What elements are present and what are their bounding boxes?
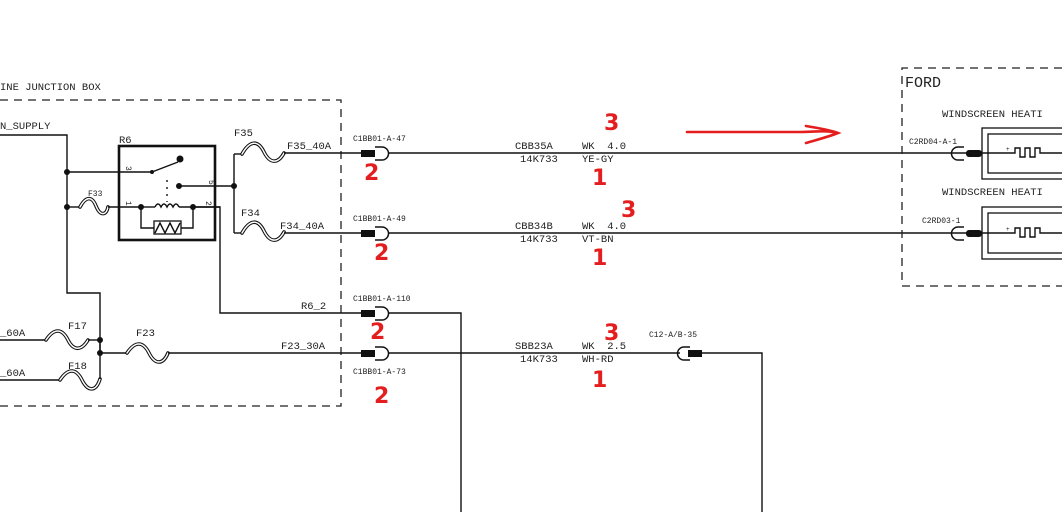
svg-text:WK 4.0: WK 4.0 <box>582 141 626 153</box>
svg-text:SBB23A: SBB23A <box>515 341 554 353</box>
connector-c2rd04-a-1[interactable]: C2RD04-A-1 <box>909 138 982 161</box>
svg-text:C1BB01-A-47: C1BB01-A-47 <box>353 135 406 144</box>
svg-text:C12-A/B-35: C12-A/B-35 <box>649 331 697 340</box>
fuse-f23: F23 F23_30A <box>125 328 326 364</box>
svg-text:C1BB01-A-110: C1BB01-A-110 <box>353 295 411 304</box>
connector-c1bb01-a-73[interactable]: C1BB01-A-73 <box>353 346 406 377</box>
junction-dot <box>231 183 237 189</box>
annotation-mark: 1 <box>592 166 607 191</box>
svg-text:C1BB01-A-73: C1BB01-A-73 <box>353 368 406 377</box>
svg-text:14K733: 14K733 <box>520 354 558 366</box>
relay-pin-1: 1 <box>123 201 132 206</box>
connector-c1bb01-a-49[interactable]: C1BB01-A-49 <box>353 215 406 241</box>
wire-label-cbb34b: CBB34B WK 4.0 14K733 VT-BN <box>515 221 626 246</box>
relay-pin-2: 2 <box>203 201 212 206</box>
f17-in-label: _60A <box>0 328 26 340</box>
wire-label-cbb35a: CBB35A WK 4.0 14K733 YE-GY <box>515 141 626 166</box>
svg-text:C2RD03-1: C2RD03-1 <box>922 217 961 226</box>
heater1-label: WINDSCREEN HEATI <box>942 109 1043 121</box>
ford-box-title: FORD <box>905 75 941 92</box>
annotation-mark: 2 <box>370 320 385 345</box>
svg-text:F34: F34 <box>241 208 260 220</box>
annotation-mark: 3 <box>604 321 619 346</box>
svg-text:14K733: 14K733 <box>520 234 558 246</box>
junction-dot <box>64 169 70 175</box>
wire-sbb23a-cont[interactable] <box>700 352 763 512</box>
svg-text:CBB35A: CBB35A <box>515 141 554 153</box>
r6-out-wire <box>193 206 372 314</box>
fuse-f33: F33 <box>78 190 110 216</box>
connector-c2rd03-1[interactable]: C2RD03-1 <box>922 217 982 241</box>
svg-text:F23_30A: F23_30A <box>281 341 326 353</box>
svg-text:F33: F33 <box>88 190 103 199</box>
wire-r6-2[interactable] <box>388 312 462 512</box>
r6-out-label: R6_2 <box>301 301 326 313</box>
fuse-f34: F34 F34_40A <box>240 208 325 242</box>
annotation-mark: 1 <box>592 368 607 393</box>
annotation-mark: 3 <box>604 111 619 136</box>
annotation-mark: 2 <box>374 241 389 266</box>
heater2-label: WINDSCREEN HEATI <box>942 187 1043 199</box>
relay-r6: R6 3 1 5 2 <box>117 135 234 242</box>
heater-element-1: + <box>981 127 1062 180</box>
ford-box-outline <box>901 67 1062 287</box>
svg-text:WK 2.5: WK 2.5 <box>582 341 626 353</box>
svg-text:F23: F23 <box>136 328 155 340</box>
wire-label-sbb23a: SBB23A WK 2.5 14K733 WH-RD <box>515 341 626 366</box>
fuse-f18: F18 <box>58 361 102 391</box>
svg-text:+: + <box>1006 226 1010 233</box>
supply-label: N_SUPPLY <box>0 121 51 133</box>
relay-pin-5: 5 <box>206 180 215 185</box>
annotation-mark: 1 <box>592 246 607 271</box>
svg-text:YE-GY: YE-GY <box>582 154 614 166</box>
svg-text:C1BB01-A-49: C1BB01-A-49 <box>353 215 406 224</box>
fuse-f17: F17 <box>44 321 90 351</box>
svg-text:CBB34B: CBB34B <box>515 221 553 233</box>
heater-element-2: + <box>981 206 1062 260</box>
relay-pin-3: 3 <box>123 166 132 171</box>
svg-text:14K733: 14K733 <box>520 154 558 166</box>
connector-c1bb01-a-47[interactable]: C1BB01-A-47 <box>353 135 406 161</box>
junction-box-outline <box>0 99 342 407</box>
annotation-mark: 2 <box>364 161 379 186</box>
svg-text:F35_40A: F35_40A <box>287 141 332 153</box>
svg-text:WH-RD: WH-RD <box>582 354 614 366</box>
connector-c1bb01-a-110[interactable]: C1BB01-A-110 <box>353 295 411 321</box>
red-arrow-annotation <box>685 124 842 145</box>
svg-text:F34_40A: F34_40A <box>280 221 325 233</box>
svg-text:+: + <box>1006 146 1010 153</box>
junction-dot <box>64 204 70 210</box>
connector-c12-a-b-35[interactable]: C12-A/B-35 <box>649 331 702 361</box>
f18-in-label: _60A <box>0 368 26 380</box>
svg-text:VT-BN: VT-BN <box>582 234 614 246</box>
fuse-f35: F35 F35_40A <box>234 128 332 163</box>
relay-label: R6 <box>119 135 132 147</box>
svg-text:C2RD04-A-1: C2RD04-A-1 <box>909 138 957 147</box>
annotation-mark: 3 <box>621 198 636 223</box>
junction-dot <box>97 337 103 343</box>
svg-text:F35: F35 <box>234 128 253 140</box>
junction-box-title: INE JUNCTION BOX <box>0 82 102 94</box>
annotation-mark: 2 <box>374 384 389 409</box>
svg-text:WK 4.0: WK 4.0 <box>582 221 626 233</box>
svg-text:F18: F18 <box>68 361 87 373</box>
supply-wire <box>0 134 101 352</box>
svg-text:F17: F17 <box>68 321 87 333</box>
